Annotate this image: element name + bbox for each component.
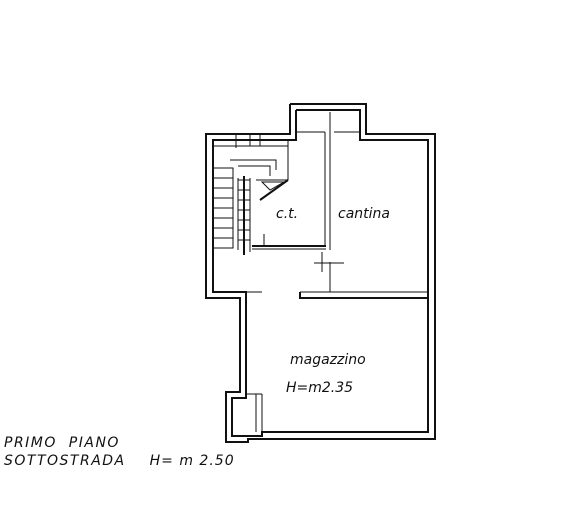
caption-floor: PRIMO PIANO xyxy=(4,435,120,451)
room-label-ct: c.t. xyxy=(276,206,298,222)
wall-cantina-magazzino xyxy=(299,292,428,299)
room-label-cantina: cantina xyxy=(338,206,390,222)
outer-wall-outer xyxy=(205,103,436,443)
caption-level-text: SOTTOSTRADA xyxy=(4,453,126,469)
room-label-magazzino: magazzino xyxy=(290,352,366,368)
ct-wall-left xyxy=(259,179,289,201)
caption-height: H= m 2.50 xyxy=(149,453,235,469)
staircase xyxy=(212,159,288,255)
room-height-magazzino: H=m2.35 xyxy=(286,380,353,396)
caption-level: SOTTOSTRADA H= m 2.50 xyxy=(4,453,235,469)
